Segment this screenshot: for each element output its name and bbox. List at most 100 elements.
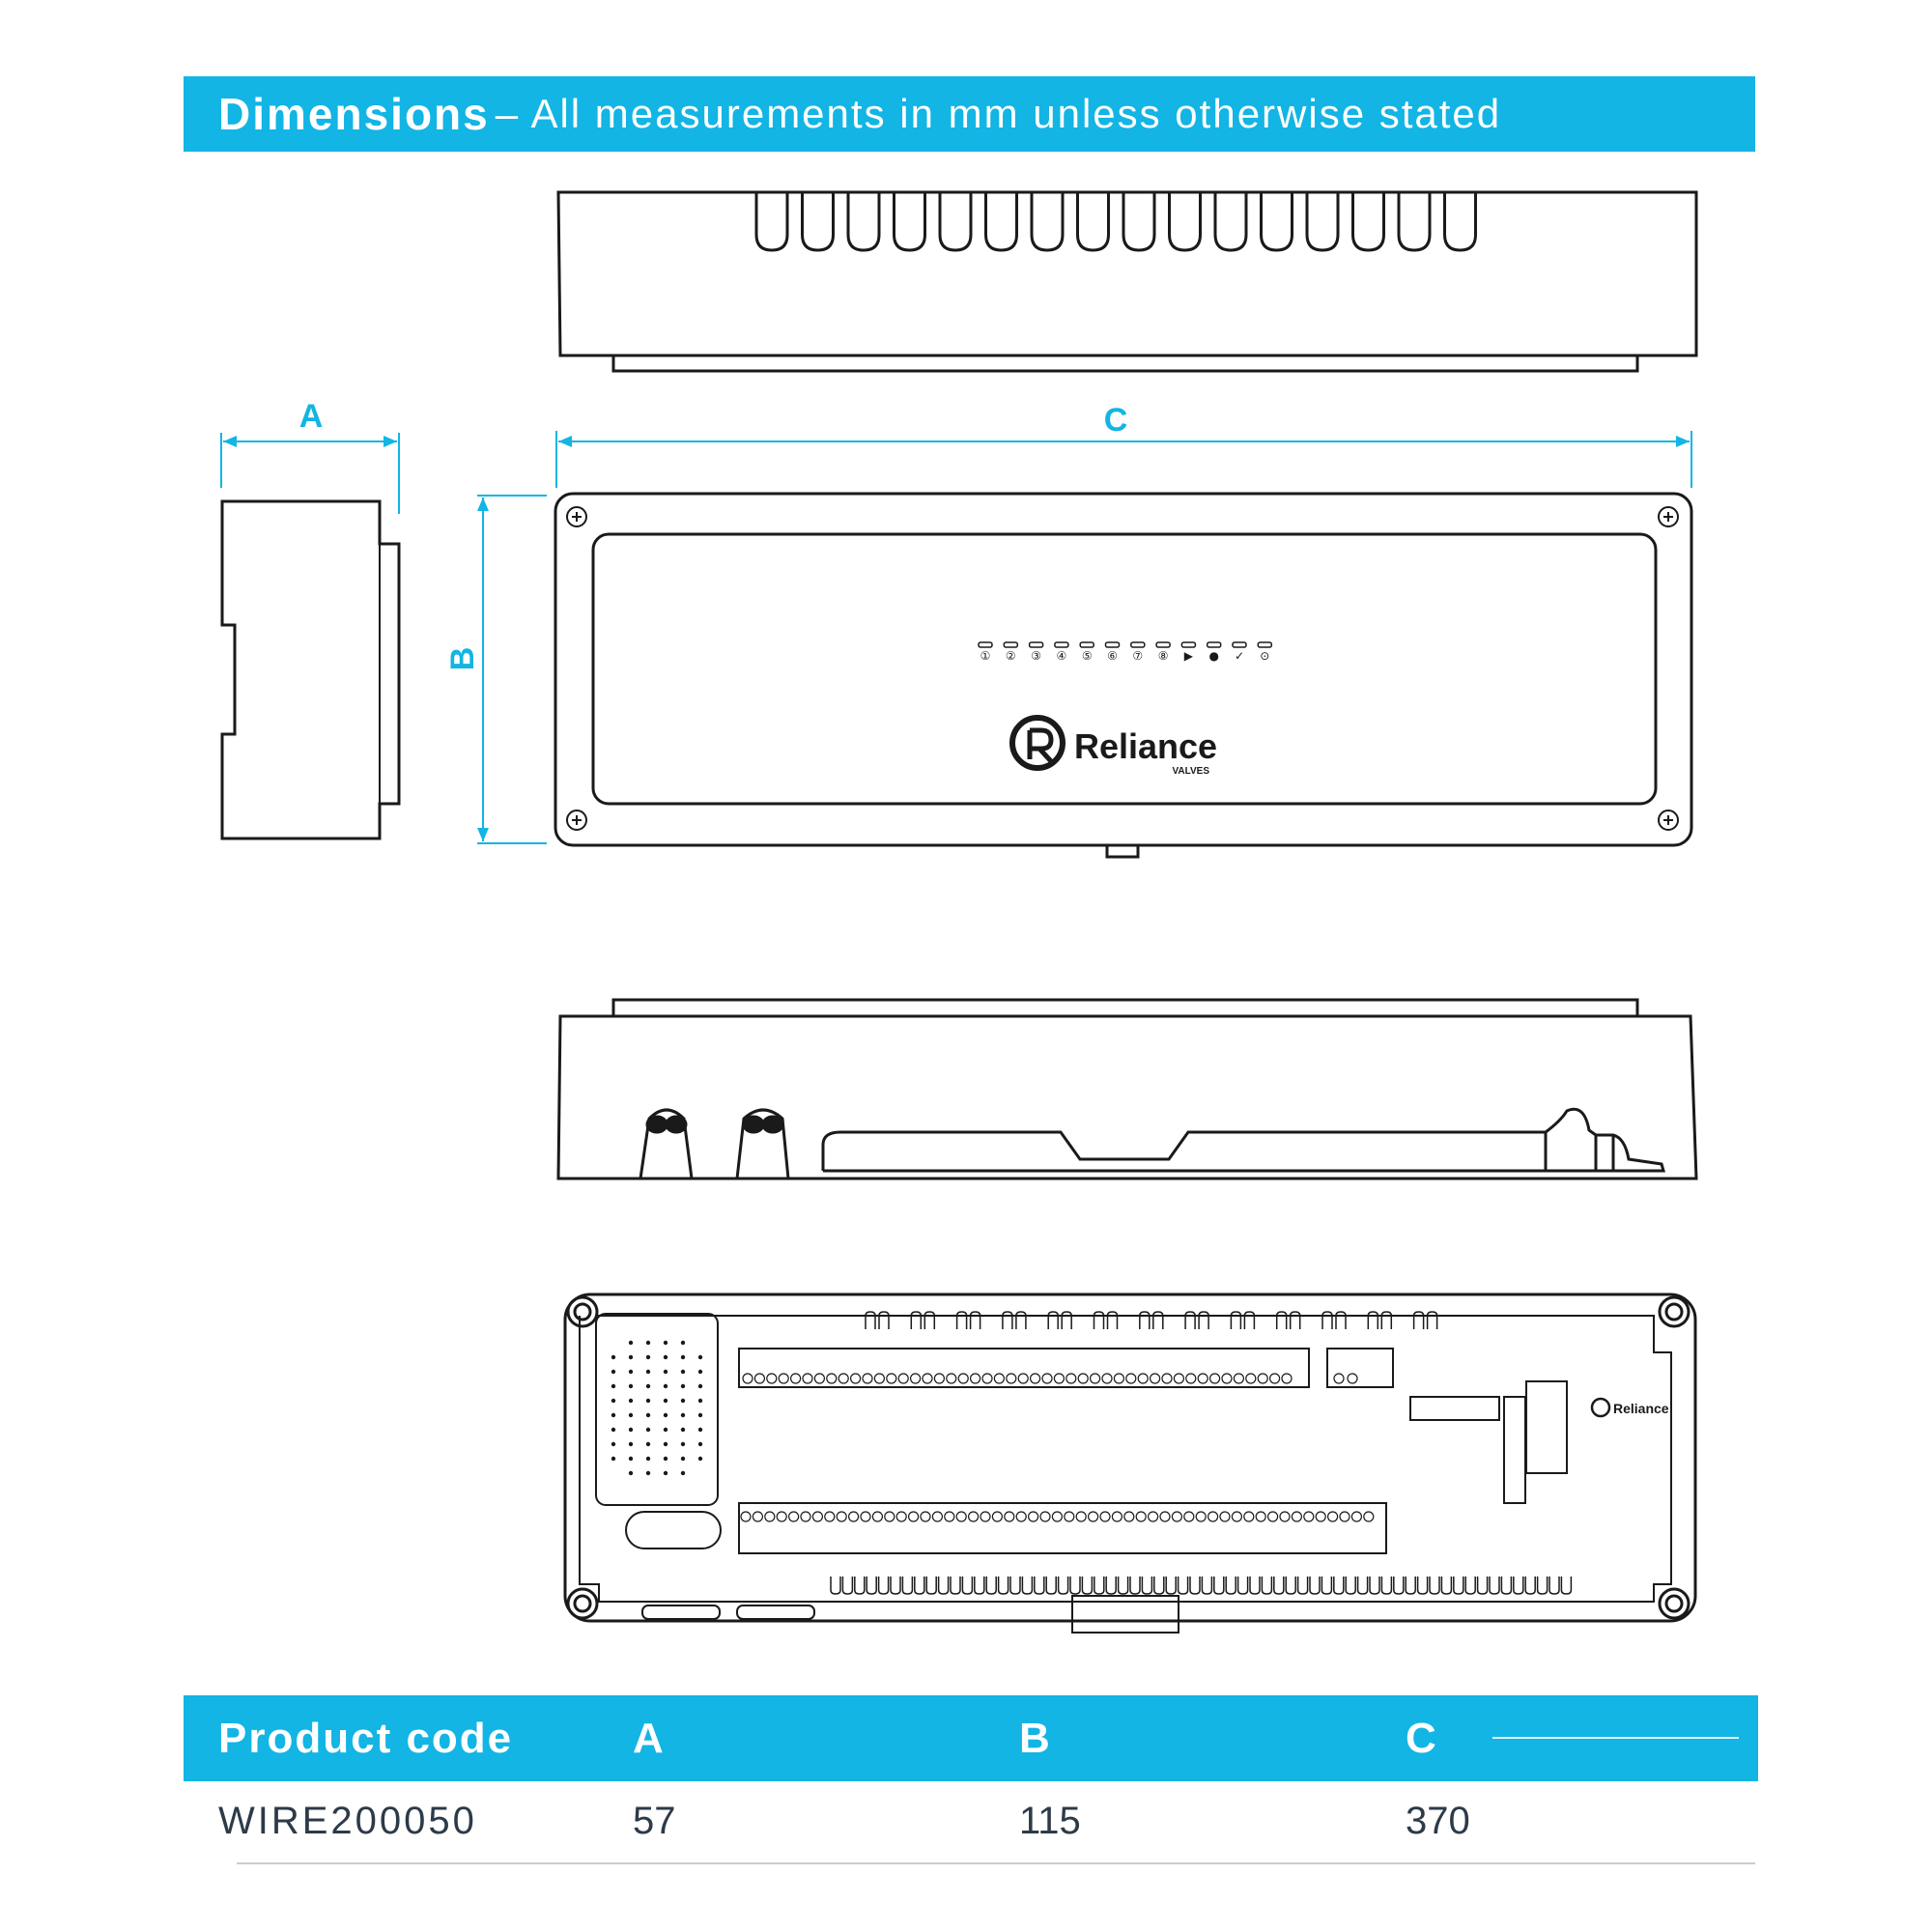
led-label: ① bbox=[980, 649, 991, 663]
terminal-screw bbox=[811, 1511, 824, 1522]
cable-comb bbox=[830, 1577, 841, 1595]
dimensions-banner: Dimensions – All measurements in mm unle… bbox=[184, 76, 1755, 152]
terminal-screw bbox=[1219, 1511, 1231, 1522]
terminal-screw bbox=[980, 1511, 991, 1522]
vent-dot bbox=[628, 1456, 634, 1462]
terminal-screw bbox=[1075, 1511, 1087, 1522]
vent-dot bbox=[628, 1383, 634, 1389]
vent-dot bbox=[680, 1369, 686, 1375]
terminal-screw bbox=[1125, 1373, 1137, 1384]
vent-dot bbox=[697, 1456, 703, 1462]
terminal-screw bbox=[1015, 1511, 1027, 1522]
terminal-screw bbox=[1123, 1511, 1135, 1522]
terminal-screw bbox=[1101, 1373, 1113, 1384]
terminal-screw bbox=[1029, 1373, 1041, 1384]
terminal-screw bbox=[787, 1511, 800, 1522]
terminal-screw bbox=[993, 1373, 1006, 1384]
vent-dot bbox=[645, 1354, 651, 1360]
cable-port bbox=[865, 1311, 890, 1329]
terminal-screw bbox=[1279, 1511, 1291, 1522]
terminal-screw bbox=[1017, 1373, 1029, 1384]
cable-comb bbox=[1117, 1577, 1129, 1595]
vent-dot bbox=[645, 1383, 651, 1389]
cable-comb bbox=[1416, 1577, 1429, 1595]
vent-dot bbox=[611, 1383, 616, 1389]
terminal-screw bbox=[1207, 1511, 1219, 1522]
top-view bbox=[556, 190, 1698, 373]
vent-dot bbox=[628, 1441, 634, 1447]
led-indicator bbox=[1028, 641, 1044, 648]
dimension-lines bbox=[220, 431, 1692, 844]
cable-comb bbox=[1285, 1577, 1296, 1595]
cable-comb bbox=[1429, 1577, 1440, 1595]
terminal-screw bbox=[871, 1511, 884, 1522]
vent-dot bbox=[680, 1456, 686, 1462]
cable-comb bbox=[1009, 1577, 1021, 1595]
cable-slot bbox=[1168, 192, 1202, 252]
terminal-screw bbox=[800, 1511, 811, 1522]
vent-dot bbox=[611, 1398, 616, 1404]
vent-dot bbox=[663, 1470, 668, 1476]
cable-comb bbox=[1249, 1577, 1261, 1595]
terminal-screw bbox=[860, 1511, 871, 1522]
terminal-screw bbox=[1268, 1373, 1281, 1384]
cell-a: 57 bbox=[633, 1799, 676, 1842]
terminal-screw bbox=[1347, 1373, 1358, 1384]
cable-comb bbox=[1513, 1577, 1524, 1595]
led-label: ⑤ bbox=[1082, 649, 1093, 663]
led-label: ④ bbox=[1057, 649, 1067, 663]
terminal-screw bbox=[981, 1373, 993, 1384]
terminal-screw bbox=[1064, 1511, 1075, 1522]
terminal-screw bbox=[764, 1511, 776, 1522]
terminal-screw bbox=[1266, 1511, 1279, 1522]
banner-title: Dimensions bbox=[218, 89, 490, 139]
cell-product-code: WIRE200050 bbox=[218, 1799, 477, 1842]
vent-dot bbox=[697, 1412, 703, 1418]
front-view bbox=[554, 492, 1693, 859]
terminal-screw bbox=[1065, 1373, 1077, 1384]
vent-dot bbox=[663, 1456, 668, 1462]
cable-slot bbox=[1076, 192, 1110, 252]
cable-comb bbox=[1345, 1577, 1356, 1595]
cable-slot bbox=[1305, 192, 1340, 252]
vent-dot bbox=[680, 1470, 686, 1476]
led-label: ⊙ bbox=[1260, 649, 1269, 663]
cable-port bbox=[1321, 1311, 1347, 1329]
led-indicator bbox=[1232, 641, 1247, 648]
terminal-screw bbox=[1137, 1373, 1149, 1384]
led-indicator bbox=[1104, 641, 1121, 648]
terminal-screw bbox=[1363, 1511, 1375, 1522]
vent-dot bbox=[680, 1398, 686, 1404]
cable-comb bbox=[997, 1577, 1009, 1595]
vent-dot bbox=[628, 1340, 634, 1346]
terminal-screw bbox=[909, 1373, 922, 1384]
terminal-screw bbox=[824, 1511, 836, 1522]
terminal-screw bbox=[838, 1373, 849, 1384]
led-label: ⑥ bbox=[1107, 649, 1118, 663]
led-indicator bbox=[1054, 641, 1069, 648]
cable-comb bbox=[1141, 1577, 1153, 1595]
terminal-screw bbox=[907, 1511, 920, 1522]
interior-view bbox=[563, 1293, 1697, 1634]
cable-comb bbox=[985, 1577, 997, 1595]
cable-comb bbox=[937, 1577, 950, 1595]
vent-dot bbox=[663, 1412, 668, 1418]
vent-dot bbox=[645, 1470, 651, 1476]
cable-comb bbox=[1057, 1577, 1069, 1595]
led-indicator bbox=[1180, 641, 1197, 648]
terminal-screw bbox=[1171, 1511, 1183, 1522]
led-indicator bbox=[978, 641, 993, 648]
vent-dot bbox=[628, 1354, 634, 1360]
vent-dot bbox=[645, 1412, 651, 1418]
cable-port bbox=[1230, 1311, 1256, 1329]
vent-dot bbox=[663, 1369, 668, 1375]
terminal-screw bbox=[1087, 1511, 1099, 1522]
cable-port bbox=[910, 1311, 936, 1329]
vent-dot bbox=[697, 1383, 703, 1389]
terminal-screw bbox=[813, 1373, 826, 1384]
cable-comb bbox=[1356, 1577, 1369, 1595]
cable-slot bbox=[1443, 192, 1477, 252]
vent-dot bbox=[680, 1340, 686, 1346]
terminal-screw bbox=[1221, 1373, 1233, 1384]
terminal-screw bbox=[1111, 1511, 1123, 1522]
